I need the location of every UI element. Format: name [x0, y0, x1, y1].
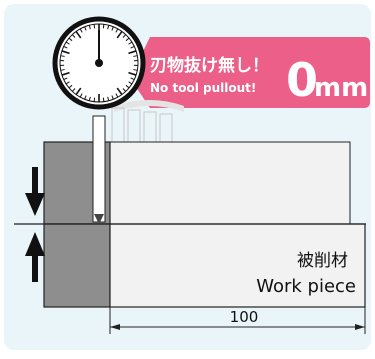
callout-unit: mm — [314, 73, 368, 103]
callout-title-jp: 刃物抜け無し！ — [150, 55, 269, 76]
dimension-value: 100 — [230, 308, 259, 326]
dial-tick — [94, 98, 95, 102]
fixture-block-lower — [44, 224, 110, 307]
dial-tick — [103, 98, 104, 102]
dial-hub — [95, 59, 103, 67]
arrow-down-shaft — [32, 167, 38, 193]
dial-tick — [103, 24, 104, 28]
workpiece-label-en: Work piece — [256, 276, 356, 297]
dial-tick — [94, 24, 95, 28]
dial-gauge — [55, 19, 143, 107]
callout-title-en: No tool pullout! — [150, 81, 256, 95]
workpiece-label-jp: 被削材 — [297, 251, 348, 271]
probe-stem — [93, 116, 105, 222]
arrow-up-shaft — [32, 256, 38, 282]
reference-block — [110, 142, 350, 224]
